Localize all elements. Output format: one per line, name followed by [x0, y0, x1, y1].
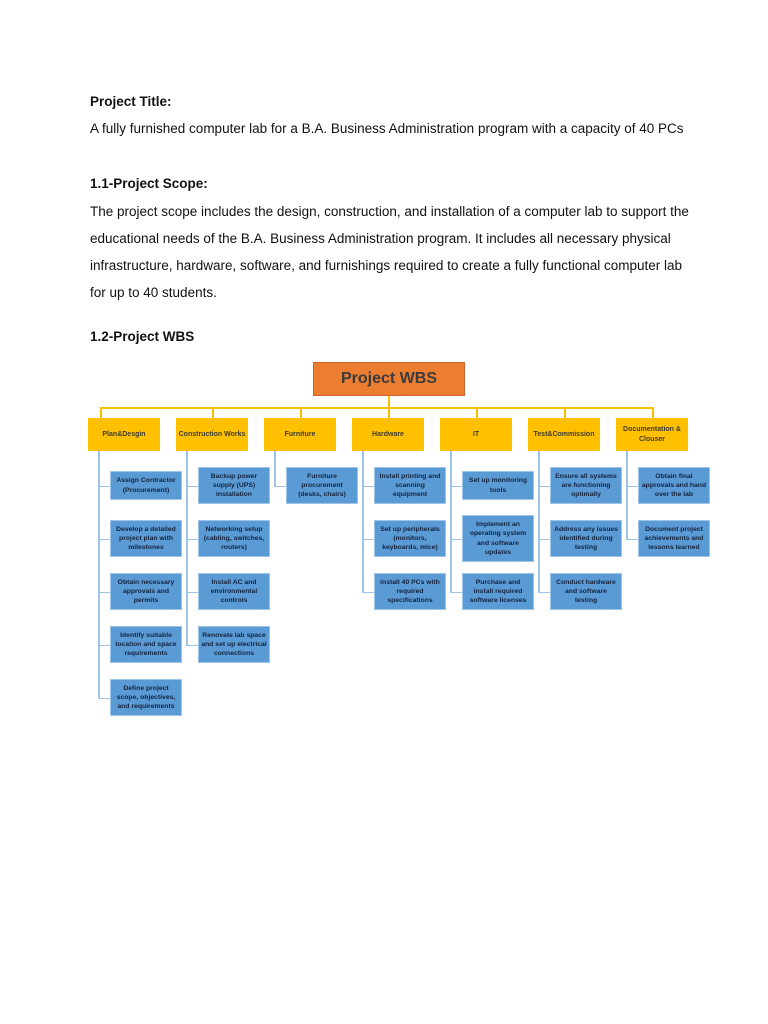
project-title-heading: Project Title:: [90, 94, 172, 109]
wbs-task-node: Networking setup (cabling, switches, rou…: [198, 519, 270, 558]
wbs-category-node: Documentation & Clouser: [616, 418, 688, 451]
wbs-task-node: Set up monitoring tools: [462, 471, 534, 500]
connector-drop: [476, 407, 478, 419]
wbs-task-node: install 40 PCs with required specificati…: [374, 572, 446, 611]
connector-drop: [388, 407, 390, 419]
wbs-task-node: Obtain necessary approvals and permits: [110, 572, 182, 611]
wbs-task-node: Backup power supply (UPS) installation: [198, 466, 270, 505]
connector-drop: [652, 407, 654, 419]
wbs-task-slot: Obtain final approvals and hand over the…: [626, 451, 712, 512]
connector-drop: [300, 407, 302, 419]
wbs-task-node: Address any issues identified during tes…: [550, 519, 622, 558]
wbs-task-slot: Ensure all systems are functioning optim…: [538, 451, 624, 512]
wbs-task-slot: Obtain necessary approvals and permits: [98, 565, 184, 618]
wbs-category-node: Hardware: [352, 418, 424, 451]
wbs-task-node: Conduct hardware and software testing: [550, 572, 622, 611]
wbs-task-node: Obtain final approvals and hand over the…: [638, 466, 710, 505]
wbs-task-node: Document project achievements and lesson…: [638, 519, 710, 558]
wbs-task-column: Obtain final approvals and hand over the…: [626, 451, 712, 565]
project-title-text: A fully furnished computer lab for a B.A…: [90, 121, 684, 136]
wbs-task-slot: Assign Contractor (Procurement): [98, 451, 184, 512]
connector-drop: [100, 407, 102, 419]
wbs-task-node: Furniture procurement (desks, chairs): [286, 466, 358, 505]
wbs-task-slot: Document project achievements and lesson…: [626, 512, 712, 565]
wbs-task-column: Ensure all systems are functioning optim…: [538, 451, 624, 618]
wbs-task-node: Renovate lab space and set up electrical…: [198, 625, 270, 664]
wbs-task-node: Purchase and install required software l…: [462, 572, 534, 611]
wbs-task-node: Assign Contractor (Procurement): [110, 471, 182, 500]
wbs-task-slot: Backup power supply (UPS) installation: [186, 451, 272, 512]
wbs-task-column: Furniture procurement (desks, chairs): [274, 451, 360, 512]
wbs-task-node: Develop a detailed project plan with mil…: [110, 519, 182, 558]
wbs-task-slot: Identify suitable location and space req…: [98, 618, 184, 671]
connector-horizontal-line: [100, 407, 653, 409]
wbs-task-node: Implement an operating system and softwa…: [462, 515, 534, 562]
wbs-task-slot: Implement an operating system and softwa…: [450, 512, 536, 565]
wbs-task-slot: Networking setup (cabling, switches, rou…: [186, 512, 272, 565]
wbs-task-node: Identify suitable location and space req…: [110, 625, 182, 664]
wbs-task-slot: Purchase and install required software l…: [450, 565, 536, 618]
wbs-task-slot: Set up monitoring tools: [450, 451, 536, 512]
wbs-task-slot: Furniture procurement (desks, chairs): [274, 451, 360, 512]
wbs-root-node: Project WBS: [313, 362, 465, 396]
wbs-category-node: Plan&Desgin: [88, 418, 160, 451]
wbs-task-node: Install printing and scanning equipment: [374, 466, 446, 505]
wbs-category-node: Construction Works: [176, 418, 248, 451]
wbs-task-slot: Conduct hardware and software testing: [538, 565, 624, 618]
wbs-task-slot: Develop a detailed project plan with mil…: [98, 512, 184, 565]
connector-drop: [212, 407, 214, 419]
wbs-heading: 1.2-Project WBS: [90, 329, 195, 344]
wbs-category-node: IT: [440, 418, 512, 451]
wbs-task-column: Assign Contractor (Procurement) Develop a…: [98, 451, 184, 724]
connector-drop: [564, 407, 566, 419]
scope-text: The project scope includes the design, c…: [90, 204, 689, 300]
wbs-task-node: Define project scope, objectives, and re…: [110, 678, 182, 717]
wbs-task-slot: Renovate lab space and set up electrical…: [186, 618, 272, 671]
wbs-task-node: Set up peripherals (monitors, keyboards,…: [374, 519, 446, 558]
wbs-task-slot: Set up peripherals (monitors, keyboards,…: [362, 512, 448, 565]
wbs-task-slot: Install AC and environmental controls: [186, 565, 272, 618]
connector-root-stub: [388, 396, 390, 407]
wbs-task-slot: Define project scope, objectives, and re…: [98, 671, 184, 724]
wbs-task-slot: Install printing and scanning equipment: [362, 451, 448, 512]
wbs-task-node: Ensure all systems are functioning optim…: [550, 466, 622, 505]
wbs-task-slot: install 40 PCs with required specificati…: [362, 565, 448, 618]
wbs-task-node: Install AC and environmental controls: [198, 572, 270, 611]
wbs-category-node: Test&Commission: [528, 418, 600, 451]
scope-heading: 1.1-Project Scope:: [90, 176, 208, 191]
wbs-category-node: Furniture: [264, 418, 336, 451]
wbs-task-slot: Address any issues identified during tes…: [538, 512, 624, 565]
